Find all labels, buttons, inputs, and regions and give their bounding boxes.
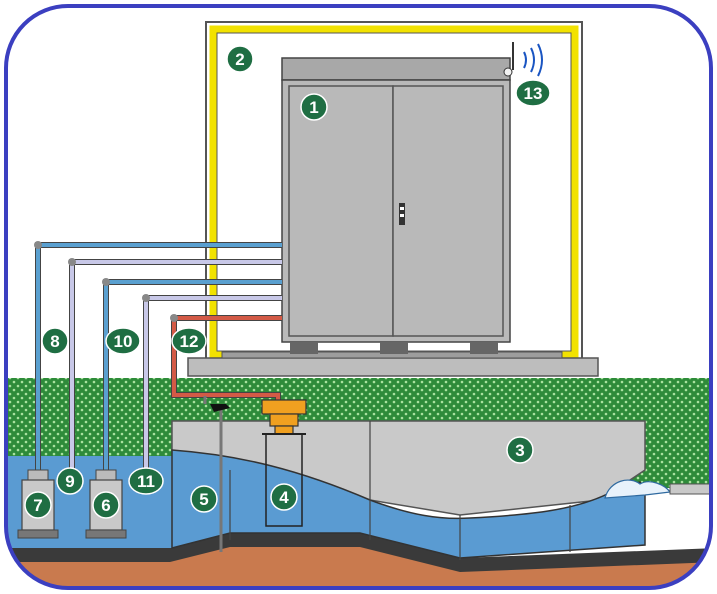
bedrock-line xyxy=(6,533,711,572)
label-badge-10: 10 xyxy=(105,327,141,355)
cabinet-roof xyxy=(281,57,511,81)
label-12-text: 12 xyxy=(180,332,199,351)
label-badge-9: 9 xyxy=(56,467,84,495)
pipe-12 xyxy=(172,316,282,405)
cabinet-door-right xyxy=(392,85,504,337)
label-9-text: 9 xyxy=(65,472,74,491)
label-badge-12: 12 xyxy=(171,327,207,355)
soil-layer xyxy=(6,545,711,588)
label-8-text: 8 xyxy=(50,332,59,351)
level-sensor-head xyxy=(261,399,307,415)
label-badge-1: 1 xyxy=(300,93,328,121)
label-13-text: 13 xyxy=(524,84,543,103)
label-7-text: 7 xyxy=(33,496,42,515)
label-11-text: 11 xyxy=(137,472,155,491)
label-badge-13: 13 xyxy=(515,79,551,107)
label-badge-4: 4 xyxy=(270,483,298,511)
label-4-text: 4 xyxy=(279,488,289,507)
label-5-text: 5 xyxy=(199,490,208,509)
label-badge-5: 5 xyxy=(190,485,218,513)
label-2-text: 2 xyxy=(235,50,244,69)
outer-frame xyxy=(4,4,713,590)
concrete-slab xyxy=(187,357,599,377)
label-badge-3: 3 xyxy=(506,436,534,464)
label-badge-2: 2 xyxy=(226,45,254,73)
label-10-text: 10 xyxy=(114,332,133,351)
label-badge-7: 7 xyxy=(24,491,52,519)
label-badge-11: 11 xyxy=(128,467,164,495)
label-badge-8: 8 xyxy=(41,327,69,355)
label-1-text: 1 xyxy=(309,98,318,117)
label-6-text: 6 xyxy=(101,496,110,515)
label-badge-6: 6 xyxy=(92,491,120,519)
label-3-text: 3 xyxy=(515,441,524,460)
cabinet-door-left xyxy=(288,85,394,337)
water-splash xyxy=(604,479,672,499)
